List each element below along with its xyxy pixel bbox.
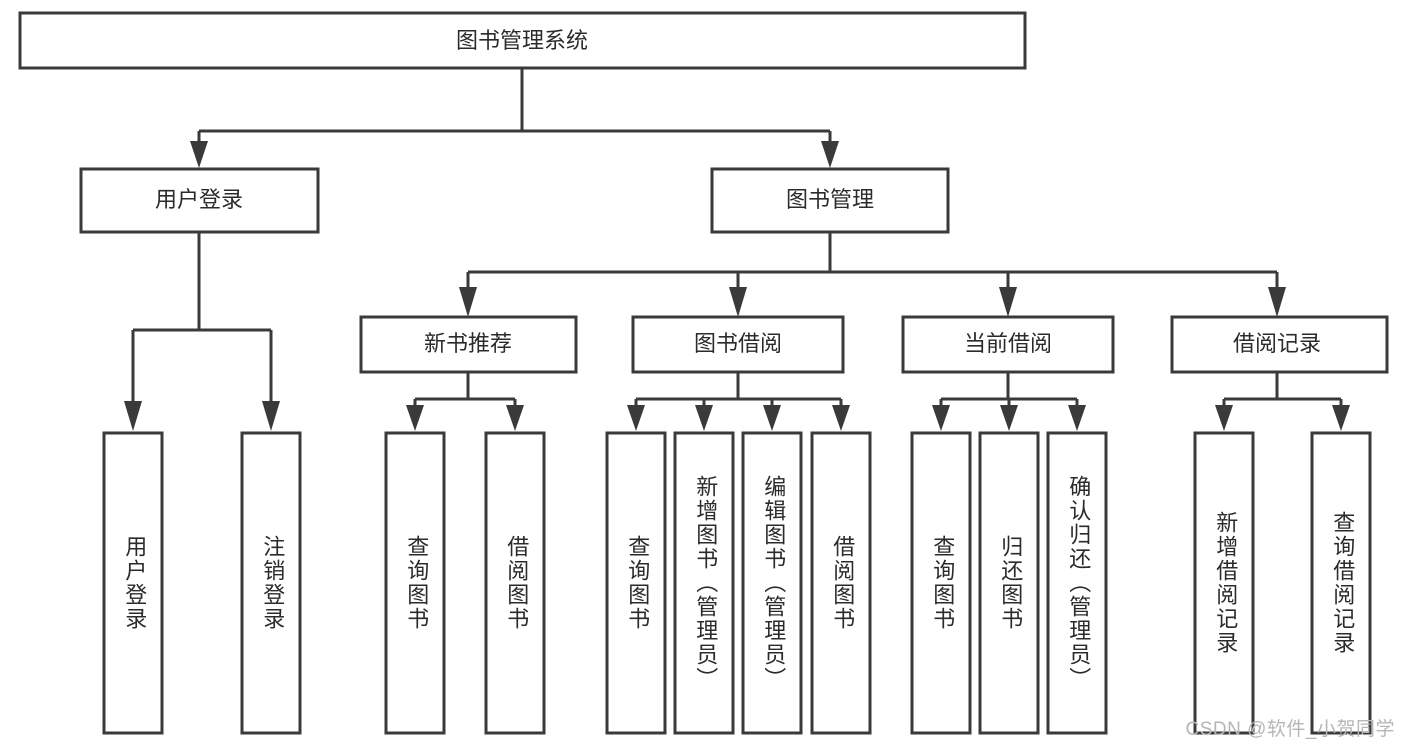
node-leaf-logout[interactable]: 注销登录 (240, 431, 302, 735)
node-user-login-label: 用户登录 (155, 187, 243, 212)
node-leaf-user-login-label: 用户登录 (122, 535, 147, 631)
node-leaf-edit-book-box[interactable] (741, 431, 803, 735)
node-leaf-confirm-return-box[interactable] (1046, 431, 1108, 735)
node-leaf-return-book-label: 归还图书 (998, 535, 1023, 631)
node-leaf-borrow-book-a-box[interactable] (484, 431, 546, 735)
node-book-mgmt-box[interactable] (710, 167, 950, 234)
node-leaf-confirm-return[interactable]: 确认归还（管理员） (1046, 431, 1108, 735)
arrow-to-user-login (190, 141, 208, 168)
node-leaf-query-record-box[interactable] (1310, 431, 1372, 735)
node-current-borrow-label: 当前借阅 (964, 331, 1052, 356)
node-leaf-return-book-box[interactable] (978, 431, 1040, 735)
node-leaf-borrow-book-b-box[interactable] (810, 431, 872, 735)
arrow-to-leaf-add-book (695, 405, 713, 431)
node-user-login[interactable]: 用户登录 (79, 167, 320, 234)
arrow-to-leaf-query-book-c (932, 405, 950, 431)
connector-layer (124, 68, 1350, 431)
node-user-login-box[interactable] (79, 167, 320, 234)
arrow-to-new-book-rec (459, 287, 477, 317)
node-new-book-rec-box[interactable] (359, 315, 578, 374)
arrow-to-leaf-return-book (1000, 405, 1018, 431)
node-leaf-add-record[interactable]: 新增借阅记录 (1193, 431, 1255, 735)
arrow-to-leaf-logout (262, 401, 280, 431)
node-leaf-confirm-return-label: 确认归还（管理员） (1066, 475, 1091, 691)
arrow-to-borrow-record (1268, 287, 1286, 317)
node-leaf-query-book-c-label: 查询图书 (930, 535, 955, 631)
node-leaf-edit-book[interactable]: 编辑图书（管理员） (741, 431, 803, 735)
arrow-to-leaf-edit-book (763, 405, 781, 431)
node-root[interactable]: 图书管理系统 (18, 11, 1027, 70)
node-root-label: 图书管理系统 (456, 28, 588, 53)
arrow-to-leaf-user-login (124, 401, 142, 431)
node-leaf-borrow-book-a-label: 借阅图书 (504, 535, 529, 631)
arrow-to-leaf-query-book-b (627, 405, 645, 431)
arrow-to-current-borrow (999, 287, 1017, 317)
node-leaf-query-book-c[interactable]: 查询图书 (910, 431, 972, 735)
node-leaf-query-record-label: 查询借阅记录 (1330, 511, 1355, 655)
node-current-borrow[interactable]: 当前借阅 (901, 315, 1115, 374)
node-leaf-borrow-book-b-label: 借阅图书 (830, 535, 855, 631)
node-current-borrow-box[interactable] (901, 315, 1115, 374)
node-leaf-user-login[interactable]: 用户登录 (102, 431, 164, 735)
node-root-box[interactable] (18, 11, 1027, 70)
node-leaf-query-book-a-box[interactable] (384, 431, 446, 735)
node-leaf-add-record-label: 新增借阅记录 (1213, 511, 1238, 655)
node-leaf-add-book-box[interactable] (673, 431, 735, 735)
arrow-to-leaf-add-record (1215, 405, 1233, 431)
node-leaf-query-book-a[interactable]: 查询图书 (384, 431, 446, 735)
arrow-to-book-mgmt (821, 141, 839, 168)
node-borrow-record-box[interactable] (1170, 315, 1389, 374)
node-leaf-logout-box[interactable] (240, 431, 302, 735)
node-book-borrow[interactable]: 图书借阅 (631, 315, 845, 374)
node-new-book-rec-label: 新书推荐 (424, 331, 512, 356)
node-leaf-borrow-book-a[interactable]: 借阅图书 (484, 431, 546, 735)
node-leaf-query-book-b-box[interactable] (605, 431, 667, 735)
node-leaf-add-book[interactable]: 新增图书（管理员） (673, 431, 735, 735)
node-book-mgmt-label: 图书管理 (786, 187, 874, 212)
node-leaf-query-book-a-label: 查询图书 (404, 535, 429, 631)
arrow-to-book-borrow (729, 287, 747, 317)
node-leaf-query-book-c-box[interactable] (910, 431, 972, 735)
arrow-to-leaf-query-book-a (406, 405, 424, 431)
node-leaf-logout-label: 注销登录 (260, 535, 285, 631)
node-leaf-return-book[interactable]: 归还图书 (978, 431, 1040, 735)
node-leaf-borrow-book-b[interactable]: 借阅图书 (810, 431, 872, 735)
node-new-book-rec[interactable]: 新书推荐 (359, 315, 578, 374)
node-leaf-user-login-box[interactable] (102, 431, 164, 735)
node-leaf-add-record-box[interactable] (1193, 431, 1255, 735)
arrow-to-leaf-borrow-book-a (506, 405, 524, 431)
arrow-to-leaf-borrow-book-b (832, 405, 850, 431)
arrow-to-leaf-query-record (1332, 405, 1350, 431)
node-book-mgmt[interactable]: 图书管理 (710, 167, 950, 234)
node-leaf-query-record[interactable]: 查询借阅记录 (1310, 431, 1372, 735)
node-book-borrow-box[interactable] (631, 315, 845, 374)
node-leaf-add-book-label: 新增图书（管理员） (693, 475, 718, 691)
arrow-to-leaf-confirm-return (1068, 405, 1086, 431)
node-borrow-record-label: 借阅记录 (1233, 331, 1321, 356)
node-leaf-edit-book-label: 编辑图书（管理员） (761, 475, 786, 691)
node-borrow-record[interactable]: 借阅记录 (1170, 315, 1389, 374)
node-leaf-query-book-b-label: 查询图书 (625, 535, 650, 631)
node-leaf-query-book-b[interactable]: 查询图书 (605, 431, 667, 735)
node-book-borrow-label: 图书借阅 (694, 331, 782, 356)
